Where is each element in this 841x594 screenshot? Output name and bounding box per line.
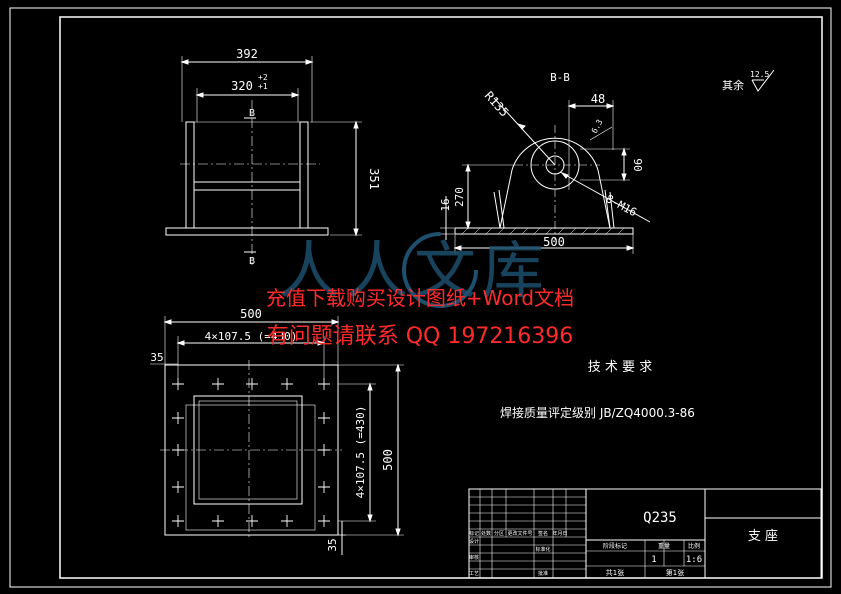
title-block-row-review: 审核 — [469, 554, 479, 561]
dim-section-bolts: 8-M16 — [604, 192, 639, 219]
title-block — [468, 488, 822, 579]
dim-plan-height: 500 — [381, 449, 395, 471]
dim-section-base: 500 — [543, 235, 565, 249]
title-block-row-process: 工艺 — [469, 571, 479, 577]
title-block-sheet-no: 第1张 — [666, 568, 684, 577]
dim-section-height-small: 90 — [631, 158, 644, 171]
dim-section-offset: 48 — [591, 92, 605, 106]
title-block-scale-label: 比例 — [688, 542, 700, 550]
dim-plan-width: 500 — [240, 307, 262, 321]
title-block-row-design: 设计 — [469, 538, 479, 545]
dim-front-width: 392 — [236, 47, 258, 61]
dim-plan-edge-left: 35 — [150, 351, 163, 364]
dim-front-tol-upper: +2 — [258, 73, 268, 82]
dim-plan-pitch-h: 4×107.5 (=430) — [205, 330, 298, 343]
dim-section-plate: 16 — [439, 198, 452, 211]
title-block-sheet-total: 共1张 — [606, 568, 624, 577]
roughness-symbol — [751, 69, 775, 92]
roughness-value: 12.5 — [750, 70, 769, 79]
dim-plan-edge-bottom: 35 — [326, 538, 339, 551]
tech-requirements-heading: 技 术 要 求 — [588, 360, 652, 375]
front-view — [165, 56, 362, 265]
dim-section-radius: R135 — [482, 89, 512, 120]
title-block-stage-label: 阶段标记 — [603, 542, 627, 550]
title-block-col-count: 处数 — [481, 530, 491, 537]
roughness-prefix: 其余 — [722, 78, 744, 92]
title-block-col-sign: 签名 — [538, 530, 548, 537]
title-block-std-label: 标准化 — [535, 546, 550, 553]
watermark-line-2: 有问题请联系 QQ 197216396 — [267, 324, 574, 349]
title-block-quantity: 1 — [651, 555, 656, 565]
dim-front-tol-lower: +1 — [258, 82, 268, 91]
title-block-material: Q235 — [643, 510, 677, 526]
watermark-logo-mark — [402, 232, 478, 308]
watermark-line-1: 充值下载购买设计图纸+Word文档 — [266, 286, 574, 310]
dim-plan-pitch-v: 4×107.5 (=430) — [354, 406, 367, 499]
tech-requirements-item: 焊接质量评定级别 JB/ZQ4000.3-86 — [500, 405, 695, 420]
title-block-part-name: 支 座 — [748, 529, 778, 544]
dim-section-height-total: 270 — [453, 187, 466, 207]
title-block-approve-label: 批准 — [538, 570, 548, 577]
watermark-logo-text: 人人文库 — [278, 234, 550, 307]
title-block-col-date: 年月日 — [552, 530, 567, 537]
plan-view — [150, 316, 404, 555]
dim-front-inner: 320 — [231, 79, 253, 93]
title-block-scale: 1:6 — [686, 555, 702, 565]
cut-mark-top: B — [249, 108, 255, 119]
cut-mark-bottom: B — [249, 256, 255, 267]
title-block-weight-label: 重量 — [658, 542, 670, 550]
sheet-frame — [9, 7, 832, 588]
section-view — [440, 97, 651, 254]
title-block-row-mark: 标记 — [469, 530, 479, 537]
title-block-col-zone: 分区 — [494, 530, 504, 537]
dim-front-height: 351 — [367, 168, 381, 190]
title-block-col-change: 更改文件号 — [507, 530, 532, 537]
section-label: B-B — [550, 71, 570, 84]
